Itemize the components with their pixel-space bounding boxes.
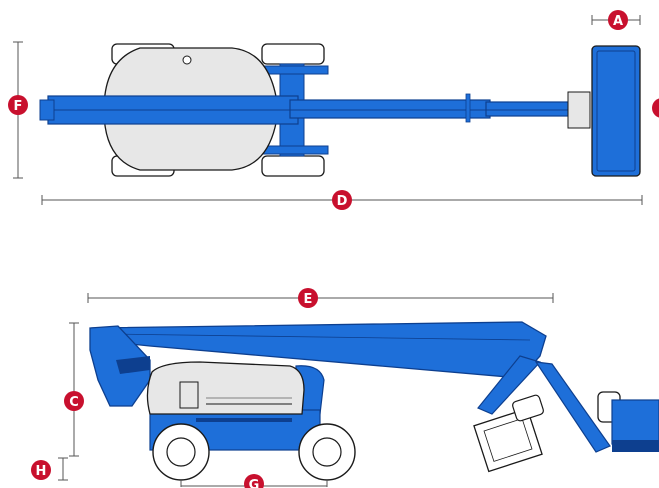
boom-fly-top	[485, 101, 571, 117]
jib-arm-side	[477, 355, 542, 415]
label-badge-E: E	[298, 288, 318, 308]
label-badge-A: A	[608, 10, 628, 30]
label-E: E	[304, 292, 313, 307]
jib-top	[567, 91, 591, 129]
fly-boom-side	[534, 361, 611, 453]
boom-tail-top	[39, 99, 55, 121]
small-basket-side	[473, 394, 544, 473]
hydraulic-cylinder-top	[465, 93, 471, 123]
label-badge-H: H	[31, 460, 51, 480]
label-badge-D: D	[332, 190, 352, 210]
boom-main-top	[289, 99, 491, 119]
platform-floor-top	[596, 50, 636, 172]
platform-basket-top	[591, 45, 641, 177]
front-wheel-side	[152, 423, 210, 481]
fuel-cap	[182, 55, 192, 65]
label-G: G	[249, 478, 260, 488]
label-D: D	[337, 194, 348, 209]
platform-side	[597, 391, 659, 452]
label-badge-C: C	[64, 391, 84, 411]
label-A: A	[613, 14, 623, 29]
label-H: H	[36, 464, 47, 479]
label-C: C	[69, 395, 79, 410]
label-badge-G: G	[244, 474, 264, 488]
tire-rear-right-top	[261, 155, 325, 177]
label-badge-F: F	[8, 95, 28, 115]
engine-cover-side	[146, 361, 305, 415]
partial-badge-edge	[652, 98, 659, 118]
rear-wheel-side	[298, 423, 356, 481]
top-view: F D A	[8, 10, 659, 210]
side-view: E	[31, 288, 659, 488]
tire-rear-left-top	[261, 43, 325, 65]
lower-link-side	[116, 356, 150, 374]
chassis-stripe	[196, 418, 292, 422]
cover-door	[179, 381, 199, 409]
label-F: F	[14, 99, 23, 114]
